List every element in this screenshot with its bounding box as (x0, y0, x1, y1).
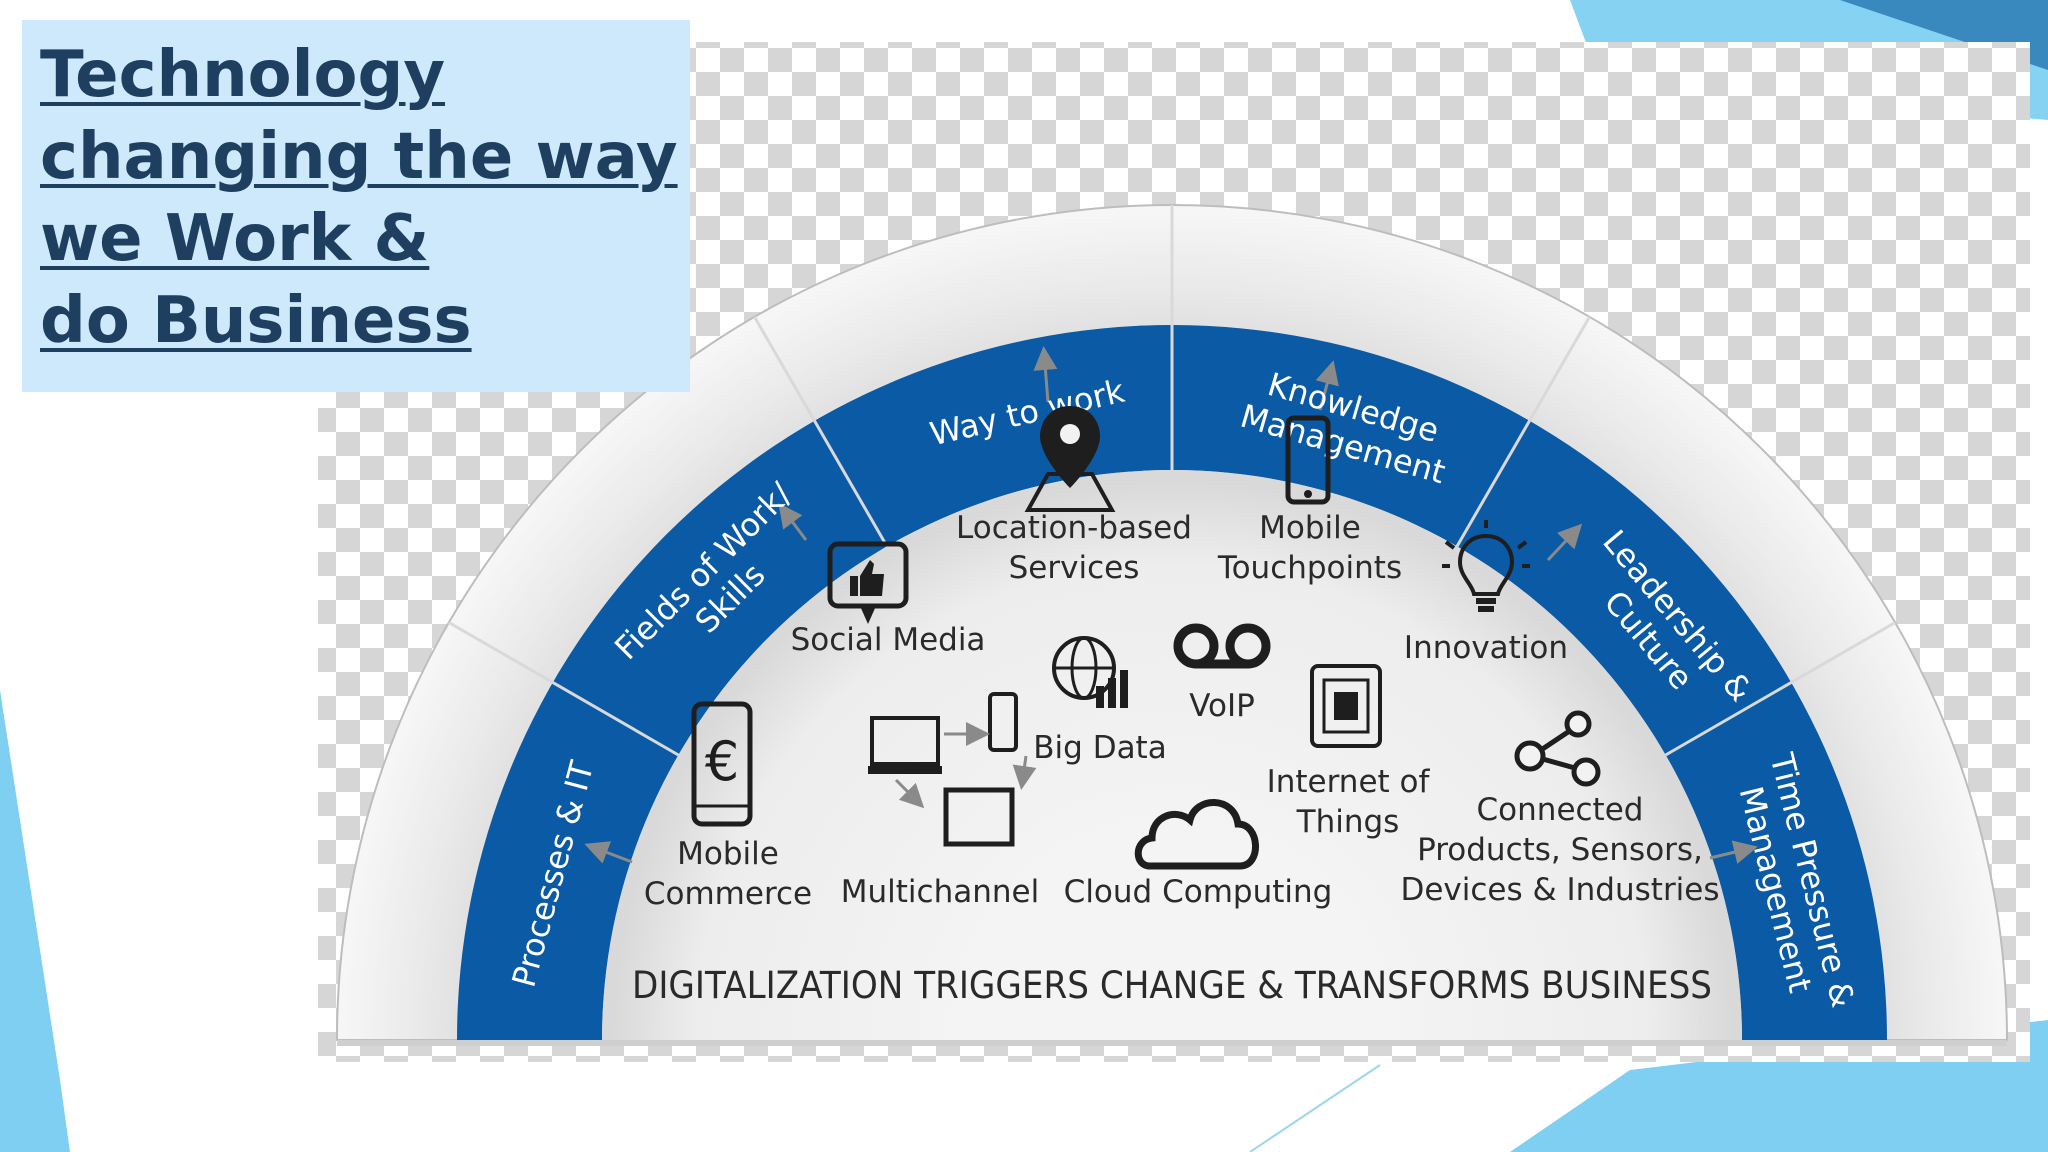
tech-label-line: Multichannel (841, 874, 1039, 910)
tech-innovation: Innovation (1404, 520, 1568, 666)
smartphone-icon (1285, 415, 1331, 505)
title-line: Technology (40, 38, 446, 112)
tech-label-line: Products, Sensors, (1417, 832, 1703, 868)
diagram-caption: DIGITALIZATION TRIGGERS CHANGE & TRANSFO… (632, 964, 1712, 1007)
tech-label-line: Internet of (1267, 764, 1431, 800)
pointer-arrow (1033, 346, 1058, 403)
cloud-icon (1134, 799, 1259, 870)
share-nodes-icon (1514, 710, 1601, 787)
pointer-arrow (584, 841, 633, 864)
tech-internet-of-things: Internet of Things (1267, 664, 1431, 840)
devices-icon (868, 692, 1037, 847)
tech-voip: VoIP (1173, 623, 1271, 724)
blue-band (457, 325, 1887, 1040)
tech-social-media: Social Media (791, 541, 986, 658)
thumbs-up-icon (827, 541, 909, 624)
title-line: changing the way (40, 120, 678, 194)
lightbulb-icon (1442, 520, 1530, 612)
chip-icon (1310, 664, 1382, 748)
technology-items: Location-basedServicesMobileTouchpointsS… (644, 406, 1720, 912)
tech-label-line: Innovation (1404, 630, 1568, 666)
tech-cloud-computing: Cloud Computing (1064, 799, 1333, 910)
tech-label-line: Cloud Computing (1064, 874, 1333, 910)
digitalization-arch (335, 204, 2009, 1046)
tech-label-line: VoIP (1189, 688, 1255, 724)
segment-divider (448, 621, 680, 757)
voicemail-icon (1173, 623, 1271, 669)
tech-label-line: Touchpoints (1217, 550, 1402, 586)
tech-label-line: Big Data (1033, 730, 1166, 766)
tech-label-line: Mobile (1259, 510, 1361, 546)
arch-base (337, 1040, 2007, 1046)
tech-label-line: Services (1009, 550, 1140, 586)
tech-label-line: Social Media (791, 622, 986, 658)
tech-big-data: Big Data (1033, 636, 1167, 766)
title-line: we Work & (40, 202, 430, 276)
segment-divider (1664, 621, 1896, 757)
tech-label-line: Connected (1477, 792, 1644, 828)
svg-text:€: € (705, 730, 739, 793)
map-pin-icon (1024, 406, 1116, 512)
pointer-arrow (778, 503, 808, 541)
inner-area (602, 470, 1742, 1040)
tech-label-line: Location-based (956, 510, 1192, 546)
pointer-arrow (1546, 523, 1583, 562)
tech-label-line: Mobile (677, 836, 779, 872)
title-box: Technology changing the way we Work & do… (22, 20, 690, 392)
pointer-arrow (1315, 360, 1339, 411)
segment-divider (753, 316, 889, 548)
title-line: do Business (40, 284, 472, 358)
euro-phone-icon: € (691, 701, 753, 827)
tech-label-line: Devices & Industries (1400, 872, 1719, 908)
tech-label-line: Things (1296, 804, 1400, 840)
pointer-arrow (1709, 840, 1758, 864)
segment-divider (1455, 316, 1591, 548)
page-title: Technology changing the way we Work & do… (40, 34, 678, 362)
tech-multichannel: Multichannel (841, 692, 1039, 910)
globe-chart-icon (1052, 636, 1128, 708)
tech-label-line: Commerce (644, 876, 812, 912)
